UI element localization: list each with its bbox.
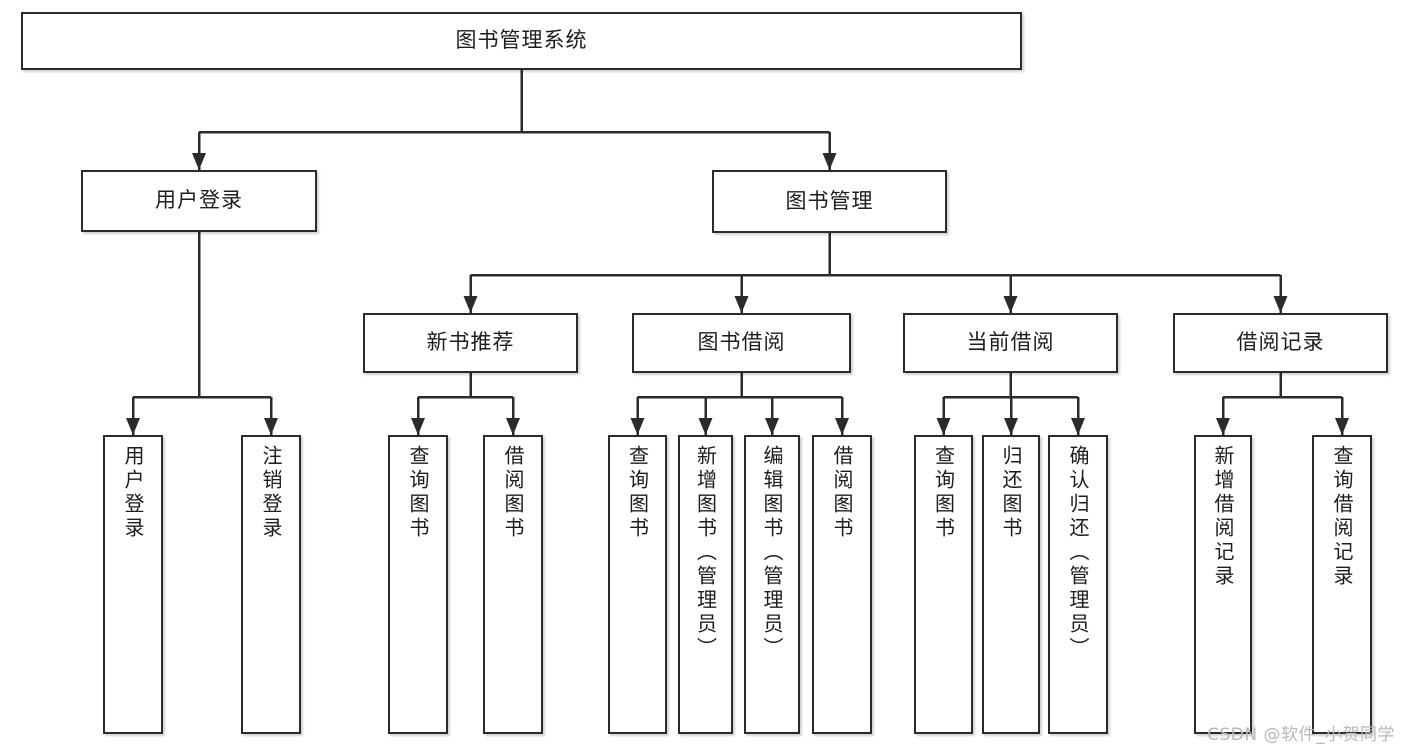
leaf-add-book[interactable]: 新增图书（管理员）	[678, 435, 733, 734]
node-root-label: 图书管理系统	[455, 28, 588, 53]
node-user-login[interactable]: 用户登录	[81, 170, 317, 232]
leaf-edit-book[interactable]: 编辑图书（管理员）	[744, 435, 800, 734]
leaf-confirm-return-label: 确认归还（管理员）	[1066, 445, 1090, 661]
leaf-query-record-label: 查询借阅记录	[1330, 445, 1354, 589]
leaf-query-record[interactable]: 查询借阅记录	[1312, 435, 1372, 734]
leaf-query-book-3-label: 查询图书	[931, 445, 956, 541]
leaf-add-record-label: 新增借阅记录	[1211, 445, 1235, 589]
leaf-add-book-label: 新增图书（管理员）	[693, 445, 718, 661]
node-borrow-record[interactable]: 借阅记录	[1173, 313, 1388, 373]
node-user-login-label: 用户登录	[155, 188, 243, 213]
leaf-borrow-book-1-label: 借阅图书	[501, 445, 525, 541]
leaf-return-book[interactable]: 归还图书	[982, 435, 1040, 734]
node-new-book-recommend-label: 新书推荐	[426, 330, 515, 355]
leaf-user-login[interactable]: 用户登录	[103, 435, 163, 734]
leaf-query-book-2[interactable]: 查询图书	[608, 435, 667, 734]
leaf-query-book-1[interactable]: 查询图书	[388, 435, 448, 734]
node-current-borrow[interactable]: 当前借阅	[903, 313, 1118, 373]
leaf-query-book-3[interactable]: 查询图书	[914, 435, 973, 734]
leaf-return-book-label: 归还图书	[999, 445, 1023, 541]
leaf-user-login-label: 用户登录	[121, 445, 145, 541]
node-new-book-recommend[interactable]: 新书推荐	[363, 313, 578, 373]
node-book-borrow[interactable]: 图书借阅	[632, 313, 851, 373]
leaf-add-record[interactable]: 新增借阅记录	[1194, 435, 1252, 734]
leaf-logout[interactable]: 注销登录	[241, 435, 301, 734]
leaf-query-book-1-label: 查询图书	[406, 445, 430, 541]
node-book-management[interactable]: 图书管理	[712, 170, 947, 233]
node-current-borrow-label: 当前借阅	[966, 330, 1055, 355]
leaf-borrow-book-1[interactable]: 借阅图书	[483, 435, 543, 734]
node-book-borrow-label: 图书借阅	[697, 330, 786, 355]
leaf-borrow-book-2[interactable]: 借阅图书	[812, 435, 872, 734]
leaf-confirm-return[interactable]: 确认归还（管理员）	[1048, 435, 1108, 734]
node-book-management-label: 图书管理	[785, 188, 874, 213]
leaf-query-book-2-label: 查询图书	[625, 445, 650, 541]
watermark-text: CSDN @软件_小贺同学	[1207, 725, 1395, 745]
node-borrow-record-label: 借阅记录	[1236, 330, 1325, 355]
leaf-edit-book-label: 编辑图书（管理员）	[760, 445, 784, 661]
leaf-borrow-book-2-label: 借阅图书	[830, 445, 854, 541]
leaf-logout-label: 注销登录	[259, 445, 283, 541]
node-root[interactable]: 图书管理系统	[21, 12, 1022, 70]
